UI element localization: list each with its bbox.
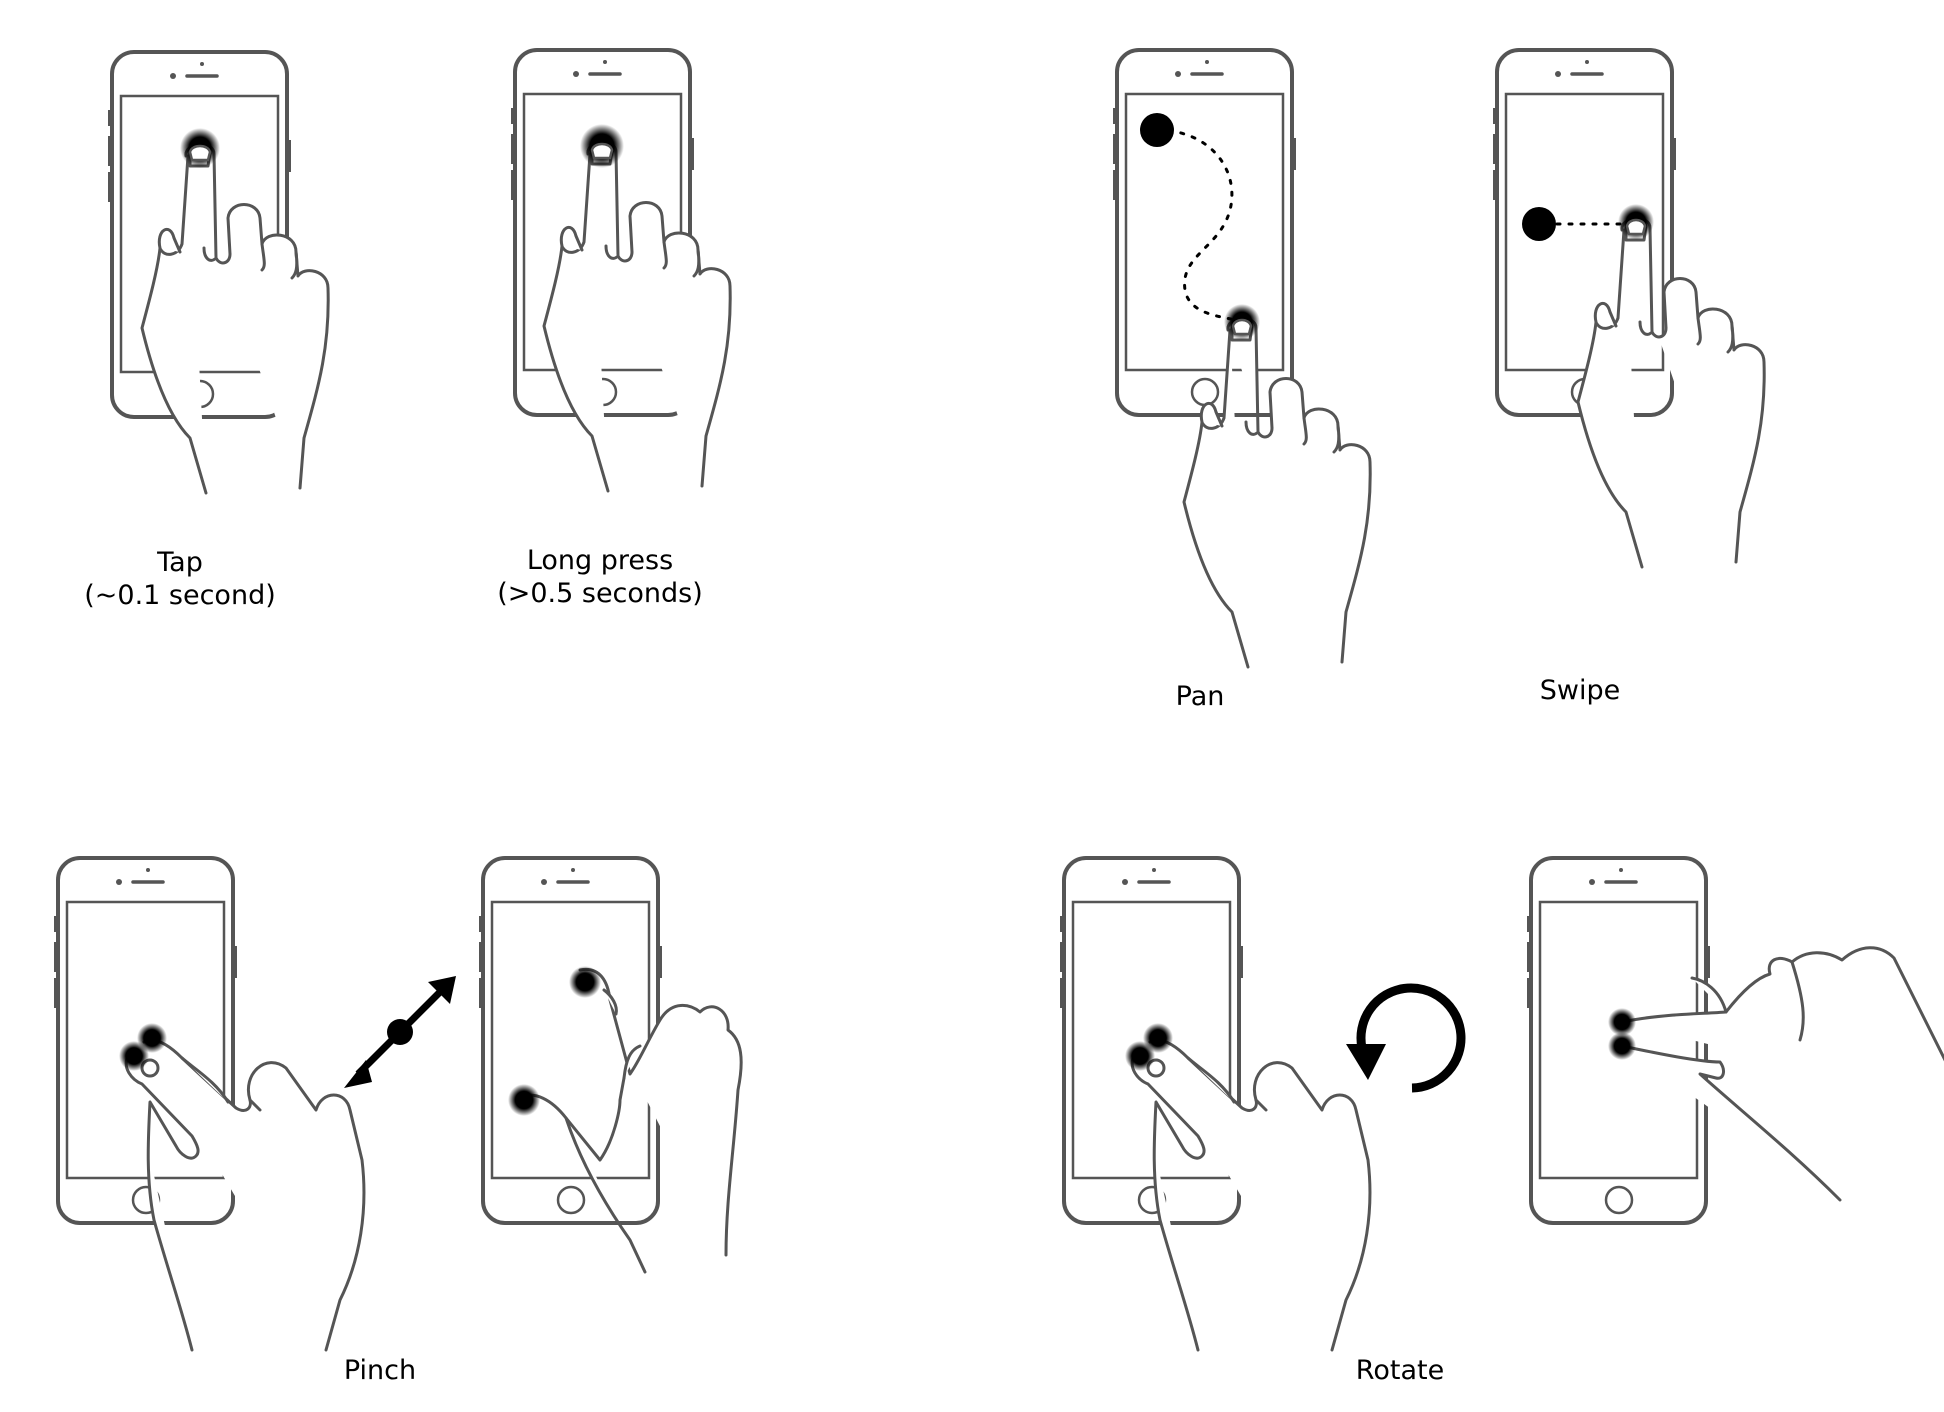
rotate-label: Rotate (1300, 1354, 1500, 1387)
double-arrow-icon (344, 976, 456, 1088)
long-press-panel (509, 48, 732, 493)
fingernail-icon (1625, 218, 1647, 236)
touch-point-icon (1608, 1008, 1636, 1036)
rotate-title: Rotate (1355, 1355, 1445, 1386)
tap-label: Tap (~0.1 second) (60, 546, 300, 612)
swipe-title: Swipe (1539, 675, 1621, 706)
pan-start-point-icon (1140, 113, 1174, 147)
swipe-label: Swipe (1480, 674, 1680, 707)
phone-icon (1111, 48, 1298, 417)
tap-title: Tap (157, 547, 203, 578)
touch-point-icon (1608, 1032, 1636, 1060)
pan-label: Pan (1100, 680, 1300, 713)
tap-detail: (~0.1 second) (84, 580, 276, 611)
rotating-hand-icon (1620, 946, 1944, 1202)
swipe-start-point-icon (1522, 207, 1556, 241)
pinch-title: Pinch (343, 1355, 417, 1386)
touch-point-icon (119, 1041, 149, 1071)
fingernail-icon (188, 144, 212, 162)
touch-point-icon (508, 1084, 540, 1116)
fingernail-icon (1231, 318, 1253, 336)
rotate-arrow-icon (1346, 983, 1466, 1093)
pinch-label: Pinch (280, 1354, 480, 1387)
rotate-panel (1058, 856, 1944, 1352)
spread-hand-icon (518, 967, 743, 1274)
long-press-title: Long press (526, 545, 674, 576)
pan-path (1155, 128, 1242, 324)
long-press-detail: (>0.5 seconds) (497, 578, 703, 609)
touch-point-icon (1125, 1041, 1155, 1071)
long-press-label: Long press (>0.5 seconds) (480, 544, 720, 610)
pan-title: Pan (1175, 681, 1225, 712)
swipe-panel (1491, 48, 1766, 569)
phone-icon (477, 856, 664, 1225)
pinch-panel (52, 856, 743, 1352)
touch-point-icon (569, 966, 601, 998)
tap-panel (106, 50, 330, 495)
fingernail-icon (590, 142, 614, 160)
pan-panel (1111, 48, 1372, 669)
